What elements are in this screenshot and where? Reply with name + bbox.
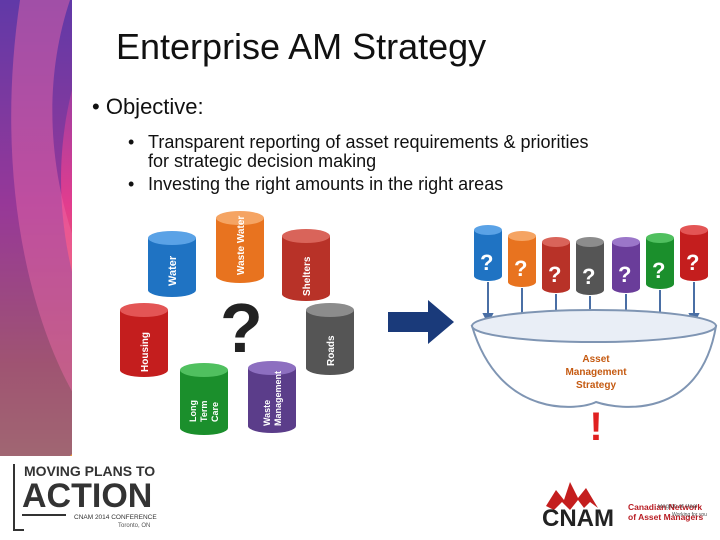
sub-bullet-1-text: Transparent reporting of asset requireme… — [148, 132, 589, 171]
svg-text:?: ? — [618, 262, 631, 287]
cnam-name-2: of Asset Managers — [628, 512, 704, 522]
logo-line3: CNAM 2014 CONFERENCE — [74, 514, 157, 521]
sub-bullet-dot: • — [128, 132, 135, 152]
svg-text:?: ? — [548, 262, 561, 287]
right-barrel-1: ? — [474, 225, 502, 281]
svg-text:?: ? — [514, 256, 527, 281]
bullet-objective: • Objective: — [92, 94, 204, 120]
barrel-shelters: Shelters — [282, 229, 330, 301]
exclamation-mark: ! — [589, 405, 602, 449]
question-mark-large: ? — [220, 289, 263, 367]
logo-line4: Toronto, ON — [118, 523, 150, 529]
slide-title: Enterprise AM Strategy — [116, 26, 487, 67]
barrel-label-housing: Housing — [140, 332, 151, 372]
cnam-overlay-2: Working for you — [672, 512, 707, 518]
barrel-label-shelters: Shelters — [302, 256, 313, 296]
sub-bullet-2: • Investing the right amounts in the rig… — [128, 175, 608, 194]
barrel-long-term-care: LongTermCare — [180, 363, 228, 435]
ltc-line: Long — [188, 400, 198, 422]
right-barrel-2: ? — [508, 231, 536, 287]
right-arrow-icon — [388, 300, 454, 344]
barrel-waste-management: WasteManagement — [248, 361, 296, 433]
right-barrel-7: ? — [680, 225, 708, 281]
svg-text:?: ? — [480, 250, 493, 275]
barrel-roads: Roads — [306, 303, 354, 375]
right-barrel-4: ? — [576, 237, 604, 295]
barrel-label-roads: Roads — [326, 335, 337, 366]
moving-plans-logo: MOVING PLANS TO ACTION CNAM 2014 CONFERE… — [13, 463, 157, 531]
logo-line2: ACTION — [22, 477, 152, 515]
logo-line1: MOVING PLANS TO — [24, 463, 155, 479]
svg-text:?: ? — [686, 250, 699, 275]
right-barrel-row: ? ? ? ? ? ? ? — [474, 225, 708, 295]
barrel-water: Water — [148, 231, 196, 297]
cnam-acronym: CNAM — [542, 505, 614, 532]
bullet-dot: • — [92, 94, 106, 119]
barrel-housing: Housing — [120, 303, 168, 377]
cnam-overlay-1: Region of Peel — [658, 504, 697, 510]
bullet-objective-text: Objective: — [105, 94, 204, 119]
sub-bullet-2-text: Investing the right amounts in the right… — [148, 174, 504, 194]
footer — [0, 456, 720, 540]
barrel-label-long-term-care: LongTermCare — [188, 400, 220, 422]
barrel-label-water: Water — [167, 255, 179, 286]
cnam-logo: CNAM Canadian Network of Asset Managers … — [542, 482, 707, 532]
right-barrel-5: ? — [612, 237, 640, 293]
sub-bullet-1: • Transparent reporting of asset require… — [128, 133, 608, 171]
barrel-label-waste-water: Waste Water — [236, 216, 247, 275]
cnam-name-1: Canadian Network — [628, 502, 702, 512]
right-barrel-3: ? — [542, 237, 570, 293]
right-barrel-6: ? — [646, 233, 674, 289]
barrel-label-waste-management: WasteManagement — [262, 371, 283, 426]
sub-bullet-dot: • — [128, 174, 135, 194]
svg-text:?: ? — [652, 258, 665, 283]
barrel-waste-water: Waste Water — [216, 211, 264, 283]
svg-text:?: ? — [582, 264, 595, 289]
asset-diagram: Water Waste Water Shelters Housing ? Roa… — [120, 211, 718, 449]
